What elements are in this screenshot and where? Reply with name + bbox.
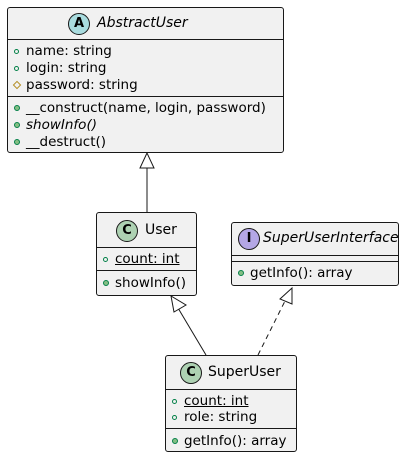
method-row: getInfo(): array: [238, 265, 353, 282]
method-text: getInfo(): array: [250, 265, 353, 281]
class-name: SuperUser: [208, 364, 281, 380]
class-name: AbstractUser: [97, 15, 188, 31]
field-text: name: string: [26, 43, 112, 59]
field-text: login: string: [26, 60, 107, 76]
field-row: name: string: [14, 43, 112, 60]
method-text: __construct(name, login, password): [26, 100, 266, 116]
class-name: User: [145, 222, 177, 238]
class-header: A AbstractUser: [8, 8, 283, 39]
class-badge-icon: C: [116, 220, 138, 242]
public-method-icon: [103, 275, 115, 291]
method-row: getInfo(): array: [172, 433, 287, 450]
public-method-icon: [14, 117, 26, 133]
static-field-text: count: int: [184, 393, 249, 409]
method-text: __destruct(): [26, 134, 107, 150]
static-field-text: count: int: [115, 251, 180, 267]
edge-superuser-extends-user: [177, 307, 207, 356]
class-superuser[interactable]: C SuperUser count: int role: string getI…: [165, 355, 297, 452]
divider: [97, 247, 196, 248]
divider: [8, 39, 283, 40]
method-text: getInfo(): array: [184, 433, 287, 449]
divider: [97, 270, 196, 271]
interface-header: I SuperUserInterface: [232, 223, 399, 255]
divider: [232, 255, 398, 256]
interface-badge-icon: I: [238, 228, 260, 250]
class-abstractuser[interactable]: A AbstractUser name: string login: strin…: [7, 7, 284, 153]
class-badge-icon: C: [180, 362, 202, 384]
abstract-class-badge-icon: A: [68, 13, 90, 35]
public-visibility-icon: [14, 43, 26, 59]
interface-superuserinterface[interactable]: I SuperUserInterface getInfo(): array: [231, 222, 399, 286]
realization-arrowhead: [279, 286, 293, 305]
class-header: C SuperUser: [166, 356, 296, 389]
public-method-icon: [14, 134, 26, 150]
divider: [8, 96, 283, 97]
inheritance-arrowhead: [139, 151, 155, 169]
inheritance-arrowhead: [170, 294, 187, 313]
class-user[interactable]: C User count: int showInfo(): [96, 212, 197, 296]
method-row: __construct(name, login, password): [14, 100, 266, 117]
divider: [232, 261, 398, 262]
field-text: password: string: [26, 77, 138, 93]
divider: [166, 428, 296, 429]
method-row: showInfo(): [103, 275, 186, 292]
field-row: password: string: [14, 77, 138, 94]
interface-name: SuperUserInterface: [263, 230, 399, 246]
public-visibility-icon: [172, 393, 184, 409]
public-method-icon: [14, 100, 26, 116]
edge-superuser-implements-interface: [257, 300, 286, 356]
protected-visibility-icon: [14, 77, 26, 93]
public-method-icon: [238, 265, 250, 281]
public-visibility-icon: [103, 251, 115, 267]
field-row: role: string: [172, 409, 257, 426]
method-row: __destruct(): [14, 134, 106, 151]
field-row: login: string: [14, 60, 106, 77]
public-visibility-icon: [14, 60, 26, 76]
field-row: count: int: [103, 251, 180, 268]
method-text: showInfo(): [115, 275, 186, 291]
divider: [166, 389, 296, 390]
abstract-method-text: showInfo(): [26, 117, 97, 133]
field-text: role: string: [184, 409, 258, 425]
field-row: count: int: [172, 393, 249, 410]
public-visibility-icon: [172, 409, 184, 425]
class-header: C User: [97, 213, 196, 247]
public-method-icon: [172, 433, 184, 449]
method-row: showInfo(): [14, 117, 97, 134]
